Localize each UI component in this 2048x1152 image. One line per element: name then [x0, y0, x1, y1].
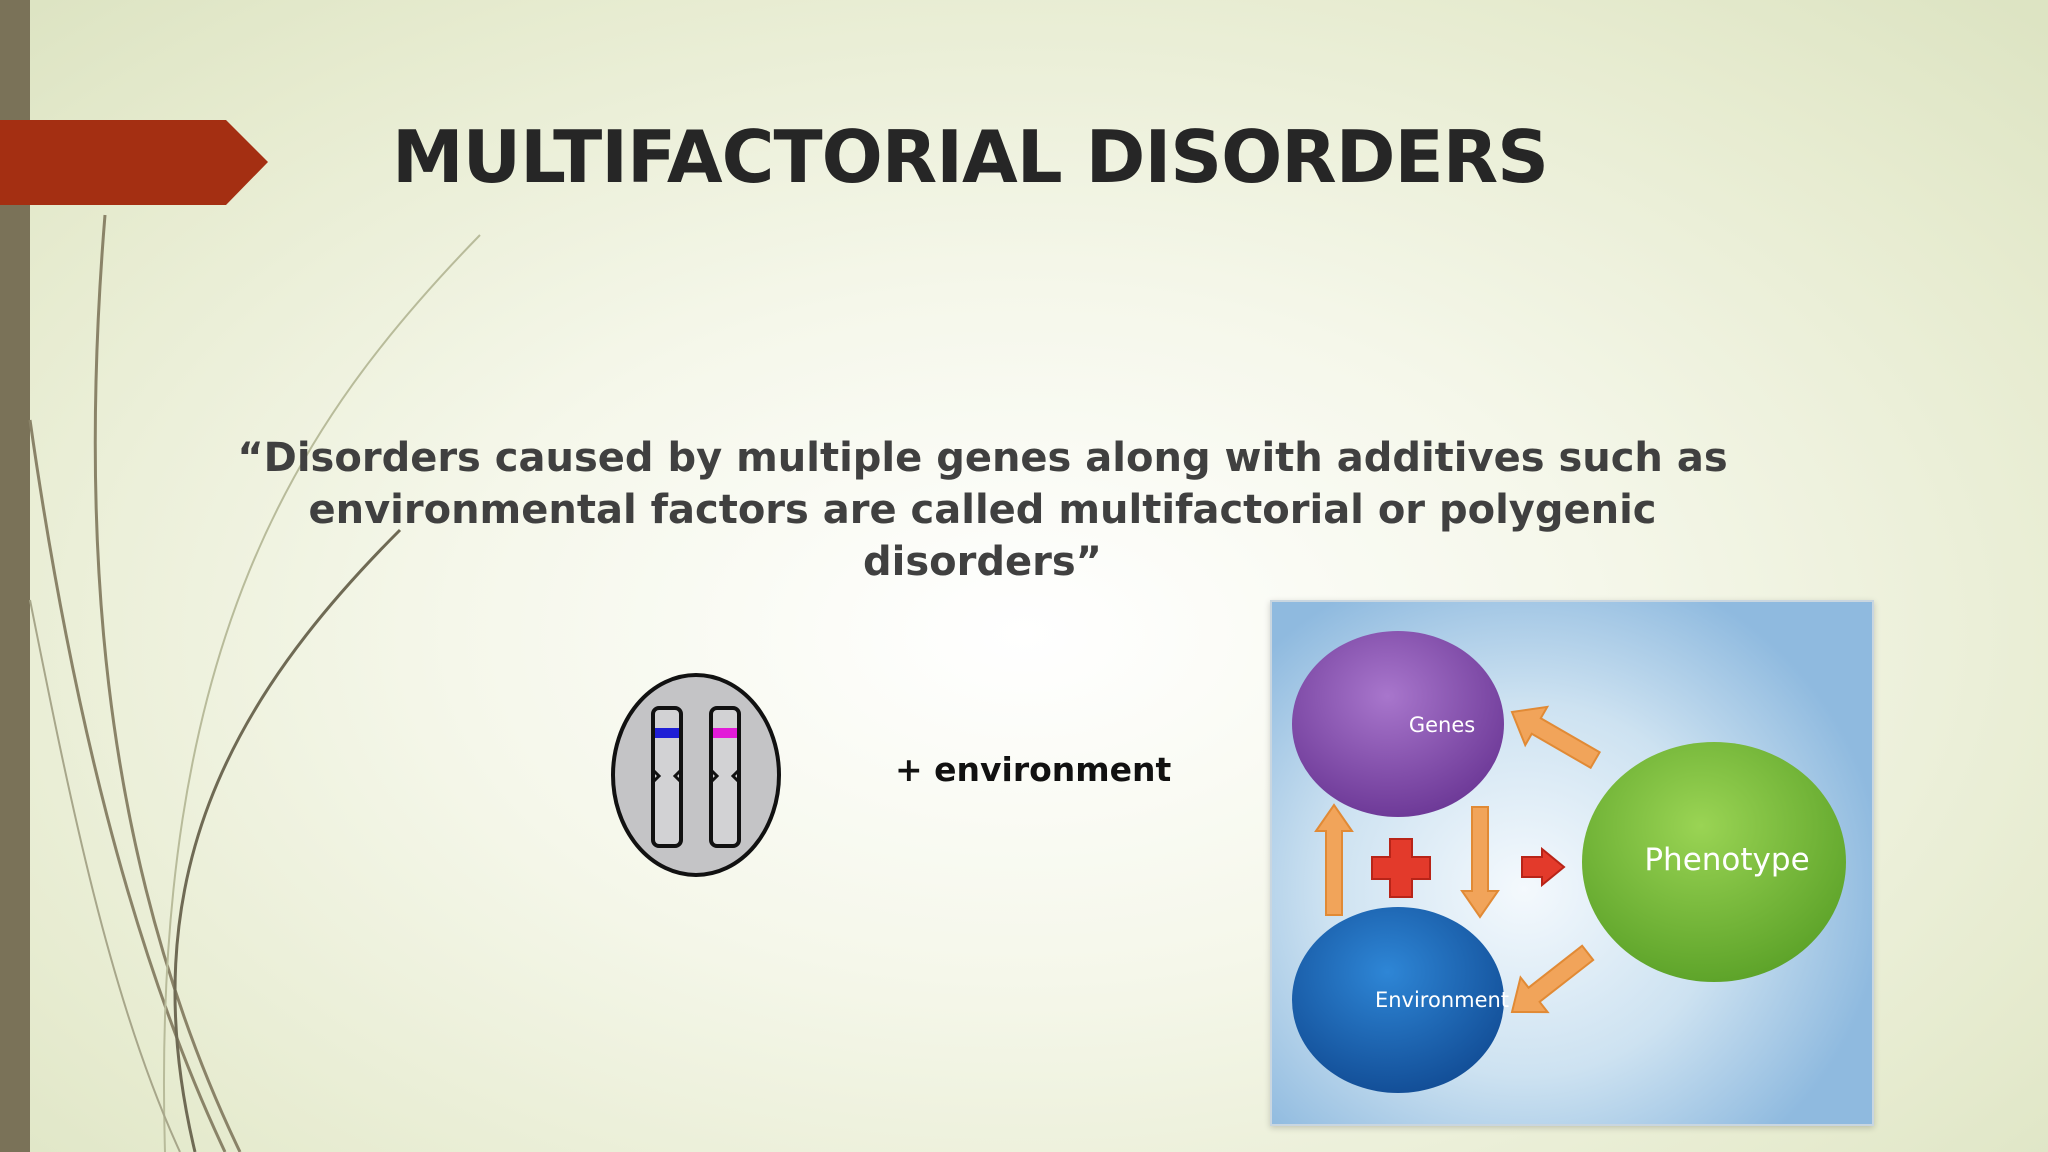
phenotype-node [1582, 742, 1846, 982]
quote-line-1: “Disorders caused by multiple genes alon… [237, 435, 1728, 481]
arrow-phenotype-to-genes-icon [1510, 705, 1602, 770]
arrow-down-icon [1460, 806, 1500, 919]
arrow-phenotype-to-environment-icon [1510, 944, 1595, 1014]
definition-quote: “Disorders caused by multiple genes alon… [220, 432, 1745, 588]
environment-label: Environment [1374, 988, 1510, 1012]
arrow-up-icon [1314, 803, 1354, 916]
genes-node [1292, 631, 1504, 817]
arrow-to-phenotype-icon [1521, 846, 1566, 888]
phenotype-label: Phenotype [1644, 842, 1810, 878]
genes-environment-phenotype-diagram: Genes Environment Phenotype [1270, 600, 1874, 1126]
quote-line-2: environmental factors are called multifa… [308, 487, 1657, 585]
title-arrow-tab [0, 120, 268, 205]
decorative-curves [28, 214, 481, 1152]
genes-label: Genes [1408, 713, 1476, 737]
plus-environment-label: + environment [895, 750, 1172, 789]
environment-node [1292, 907, 1504, 1093]
chromosome-icon [611, 673, 781, 877]
plus-icon [1371, 838, 1431, 898]
slide-title: MULTIFACTORIAL DISORDERS [392, 115, 1549, 199]
